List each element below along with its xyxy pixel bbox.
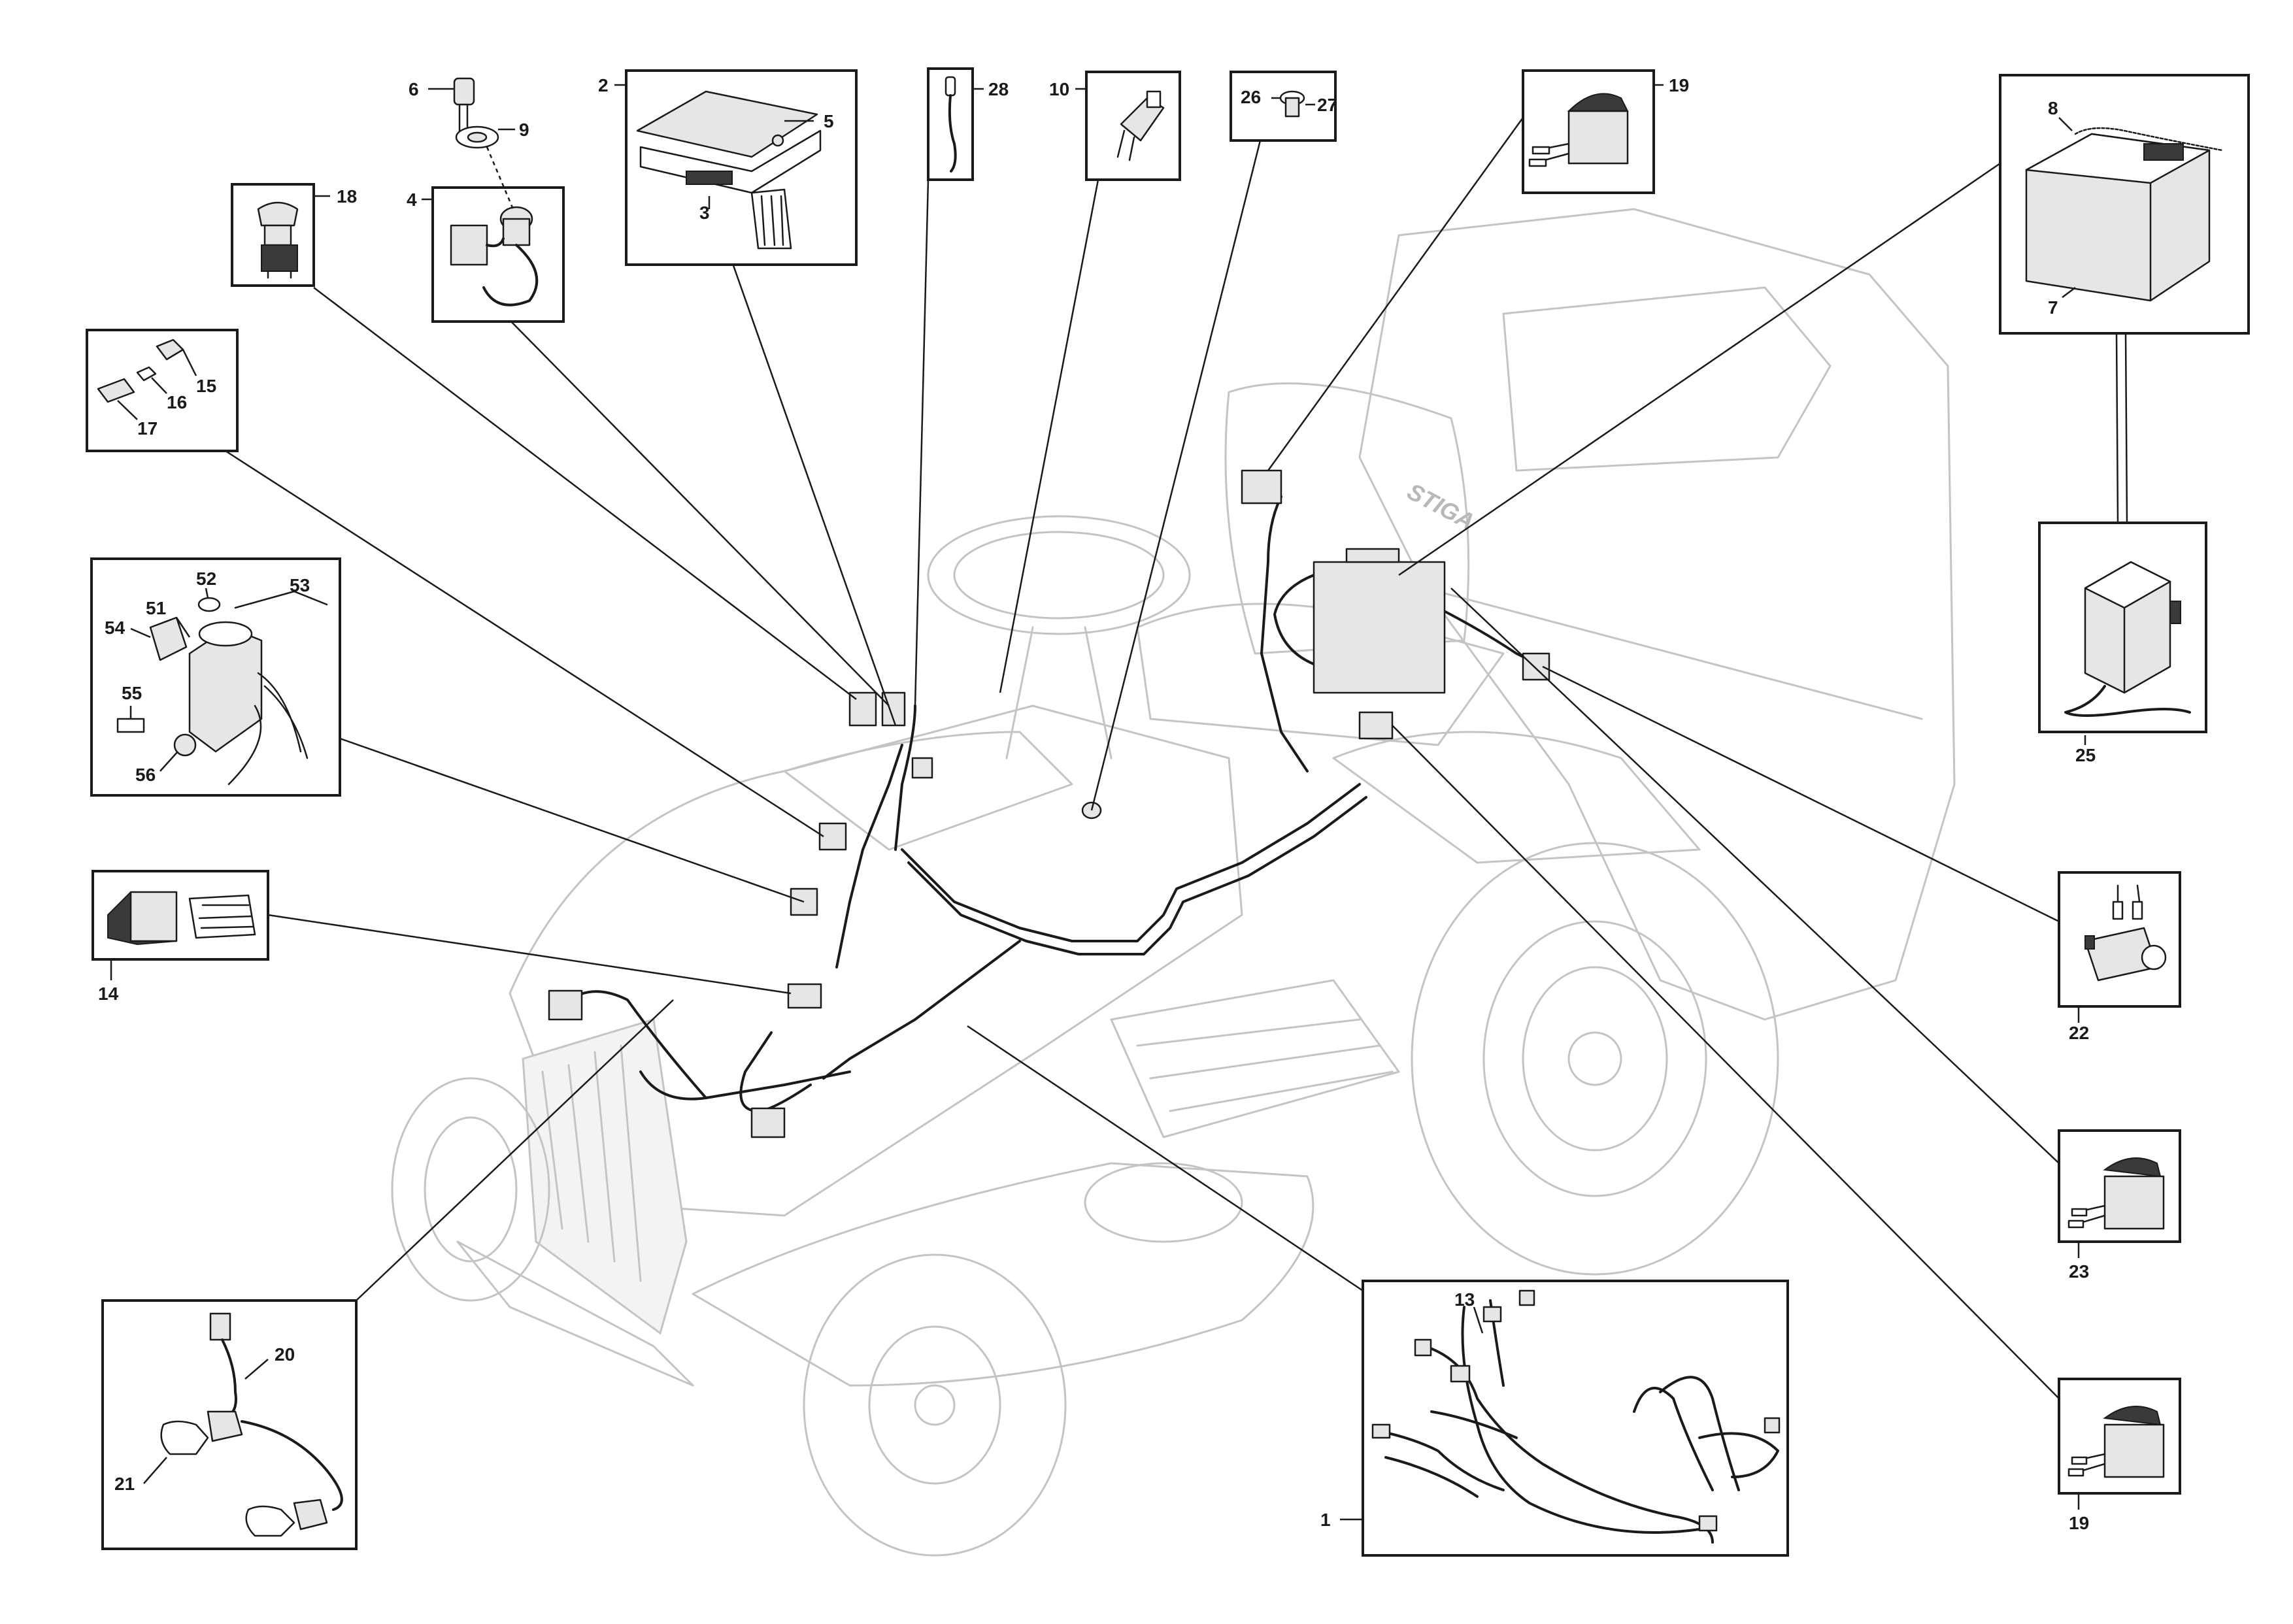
callout-6: 6 [409,79,419,99]
callout-5: 5 [824,111,834,131]
callout-7: 7 [2048,297,2058,318]
connector-installed-d [818,822,847,851]
switch-installed-rear [1358,711,1394,740]
box-part-14: 14 [92,870,269,1004]
callout-3: 3 [699,203,710,223]
box-part-18: 18 [231,183,357,287]
box-part-4: 4 6 9 [407,77,565,323]
box-part-2: 5 3 2 [598,69,858,266]
battery-installed [1313,561,1446,694]
callout-16: 16 [167,392,187,412]
box-part-23: 23 [2058,1129,2181,1282]
connector-installed-c [911,757,933,779]
relay-installed [787,983,822,1009]
callout-22: 22 [2069,1023,2089,1043]
callout-20: 20 [275,1344,295,1365]
box-part-26-27: 26 27 [1230,71,1337,142]
callout-17: 17 [137,418,158,439]
callout-1: 1 [1320,1510,1331,1530]
battery-installed-top [1345,548,1400,563]
callout-54: 54 [105,618,126,638]
box-part-19-bottom: 19 [2058,1378,2181,1533]
headlight-installed-right [750,1107,786,1138]
callout-52: 52 [196,569,216,589]
box-part-7-8: 8 7 [1999,74,2250,335]
callout-9: 9 [519,120,529,140]
callout-26: 26 [1241,87,1261,107]
callout-8: 8 [2048,98,2058,118]
box-part-51-56: 54 51 52 53 55 56 [90,557,341,797]
callout-15: 15 [196,376,216,396]
callout-4: 4 [407,190,417,210]
callout-13: 13 [1454,1289,1475,1310]
callout-51: 51 [146,598,166,618]
box-part-25: 25 [2038,522,2207,765]
callout-14: 14 [98,984,119,1004]
callout-25: 25 [2075,745,2096,765]
callout-10: 10 [1049,79,1069,99]
seat-brand-logo: STIGA [1403,478,1479,535]
box-part-15-17: 15 16 17 [86,329,239,452]
box-part-22: 22 [2058,871,2181,1043]
callout-53: 53 [290,575,310,595]
box-part-20-21: 20 21 [101,1299,358,1550]
box-part-10: 10 [1049,71,1181,181]
callout-19-top: 19 [1669,75,1689,95]
callout-21: 21 [114,1474,135,1494]
seat-switch-installed [1241,469,1282,505]
callout-2: 2 [598,75,609,95]
callout-56: 56 [135,765,156,785]
box-part-28: 28 [927,67,1009,181]
callout-55: 55 [122,683,142,703]
callout-27: 27 [1317,95,1337,115]
callout-23: 23 [2069,1261,2089,1282]
callout-28: 28 [988,79,1009,99]
callout-18: 18 [337,186,357,207]
callout-19-bottom: 19 [2069,1513,2089,1533]
headlight-installed-left [548,989,583,1021]
microswitch-installed [1522,652,1550,681]
leader-lines [225,117,2128,1399]
box-part-19-top: 19 [1522,69,1689,194]
box-part-1-13: 13 1 [1320,1280,1789,1557]
tractor-wiring [548,469,1550,1138]
